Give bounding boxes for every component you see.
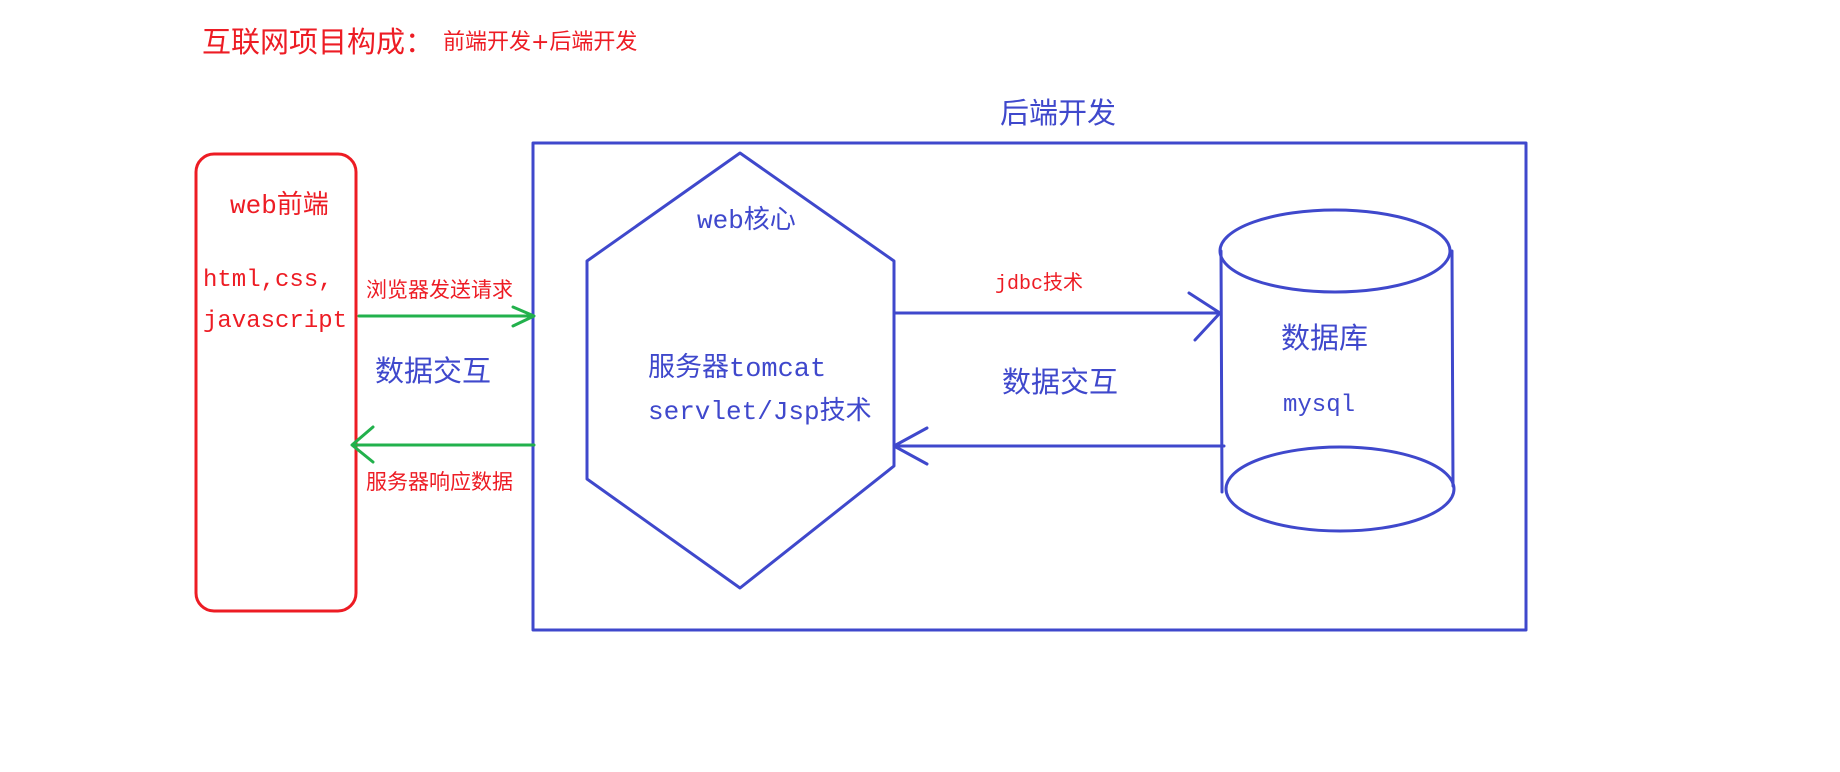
db-return-arrow (892, 426, 1226, 466)
database-cylinder-bottom (1224, 445, 1456, 533)
frontend-tech-line2: javascript (203, 308, 348, 335)
database-cylinder-left-side (1219, 249, 1224, 494)
web-core-tech-line: servlet/Jsp技术 (648, 397, 872, 427)
frontend-box (194, 152, 358, 613)
frontend-tech-line1: html,css, (203, 267, 333, 294)
database-cylinder (1218, 208, 1456, 533)
backend-box (531, 141, 1528, 632)
page-title: 互联网项目构成： (202, 25, 435, 59)
web-core-hexagon (585, 151, 896, 590)
response-label: 服务器响应数据 (366, 470, 513, 494)
web-core-label: web核心 (697, 206, 796, 236)
jdbc-label: jdbc技术 (995, 273, 1084, 296)
db-exchange-label: 数据交互 (1002, 365, 1119, 399)
backend-label: 后端开发 (1000, 96, 1117, 130)
database-cylinder-top (1218, 208, 1452, 294)
database-cylinder-right-side (1450, 249, 1455, 488)
request-label: 浏览器发送请求 (366, 278, 513, 302)
database-name: mysql (1283, 392, 1356, 419)
database-label: 数据库 (1281, 321, 1369, 355)
response-arrow-head (350, 425, 375, 464)
web-core-server-line: 服务器tomcat (648, 355, 827, 385)
browser-exchange-label: 数据交互 (375, 354, 492, 388)
response-arrow (350, 425, 536, 464)
frontend-label: web前端 (230, 191, 329, 221)
request-arrow (357, 305, 536, 328)
jdbc-arrow (892, 291, 1222, 342)
db-return-arrow-head (892, 426, 929, 466)
jdbc-arrow-head (1187, 291, 1222, 342)
request-arrow-head (511, 305, 536, 328)
page-subtitle: 前端开发+后端开发 (443, 30, 638, 55)
